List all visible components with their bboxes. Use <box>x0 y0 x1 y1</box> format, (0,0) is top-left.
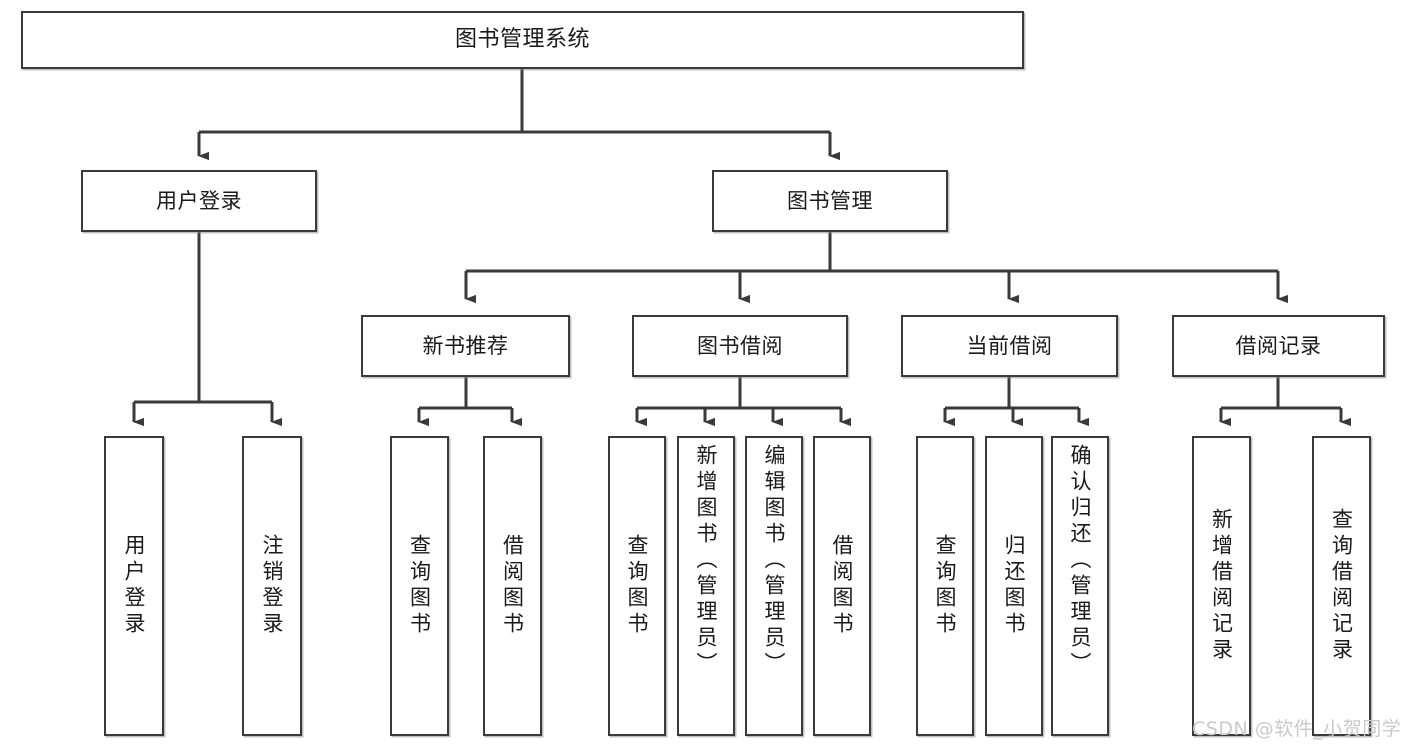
node-book-borrow[interactable]: 图书借阅 <box>632 315 848 377</box>
leaf-borrow-record-query[interactable]: 查询借阅记录 <box>1312 436 1371 736</box>
node-user-login[interactable]: 用户登录 <box>81 170 317 232</box>
leaf-user-login-signout[interactable]: 注销登录 <box>242 436 302 736</box>
node-label: 新增借阅记录 <box>1209 508 1234 664</box>
node-root-book-management-system[interactable]: 图书管理系统 <box>21 11 1024 69</box>
node-label: 图书管理 <box>787 188 873 213</box>
node-label: 确认归还（管理员） <box>1068 444 1093 678</box>
node-label: 借阅记录 <box>1235 333 1322 358</box>
leaf-book-borrow-query[interactable]: 查询图书 <box>608 436 666 736</box>
node-label: 用户登录 <box>156 188 242 213</box>
node-label: 归还图书 <box>1002 534 1027 638</box>
csdn-watermark: CSDN @软件_小贺同学 <box>1192 718 1402 740</box>
node-label: 查询图书 <box>625 534 650 638</box>
node-current-borrow[interactable]: 当前借阅 <box>901 315 1118 377</box>
leaf-book-borrow-add[interactable]: 新增图书（管理员） <box>677 436 735 736</box>
node-label: 图书管理系统 <box>454 27 590 53</box>
leaf-current-borrow-query[interactable]: 查询图书 <box>916 436 974 736</box>
leaf-user-login-signin[interactable]: 用户登录 <box>104 436 164 736</box>
node-label: 用户登录 <box>122 534 147 638</box>
node-label: 新增图书（管理员） <box>694 444 719 678</box>
node-label: 编辑图书（管理员） <box>762 444 787 678</box>
node-label: 注销登录 <box>260 534 285 638</box>
node-label: 新书推荐 <box>422 333 509 358</box>
node-label: 查询借阅记录 <box>1329 508 1354 664</box>
node-label: 当前借阅 <box>966 333 1053 358</box>
leaf-book-borrow-edit[interactable]: 编辑图书（管理员） <box>745 436 803 736</box>
leaf-book-borrow-borrow[interactable]: 借阅图书 <box>813 436 871 736</box>
node-label: 查询图书 <box>933 534 958 638</box>
node-label: 借阅图书 <box>500 534 525 638</box>
node-label: 图书借阅 <box>697 333 783 358</box>
node-label: 借阅图书 <box>830 534 855 638</box>
node-label: 查询图书 <box>407 534 432 638</box>
leaf-new-book-borrow[interactable]: 借阅图书 <box>483 436 542 736</box>
leaf-borrow-record-add[interactable]: 新增借阅记录 <box>1192 436 1251 736</box>
node-new-book-recommend[interactable]: 新书推荐 <box>361 315 570 377</box>
node-book-management[interactable]: 图书管理 <box>712 170 948 232</box>
leaf-current-borrow-return[interactable]: 归还图书 <box>985 436 1043 736</box>
leaf-current-borrow-confirm-return[interactable]: 确认归还（管理员） <box>1051 436 1109 736</box>
node-borrow-records[interactable]: 借阅记录 <box>1172 315 1385 377</box>
leaf-new-book-query[interactable]: 查询图书 <box>390 436 449 736</box>
